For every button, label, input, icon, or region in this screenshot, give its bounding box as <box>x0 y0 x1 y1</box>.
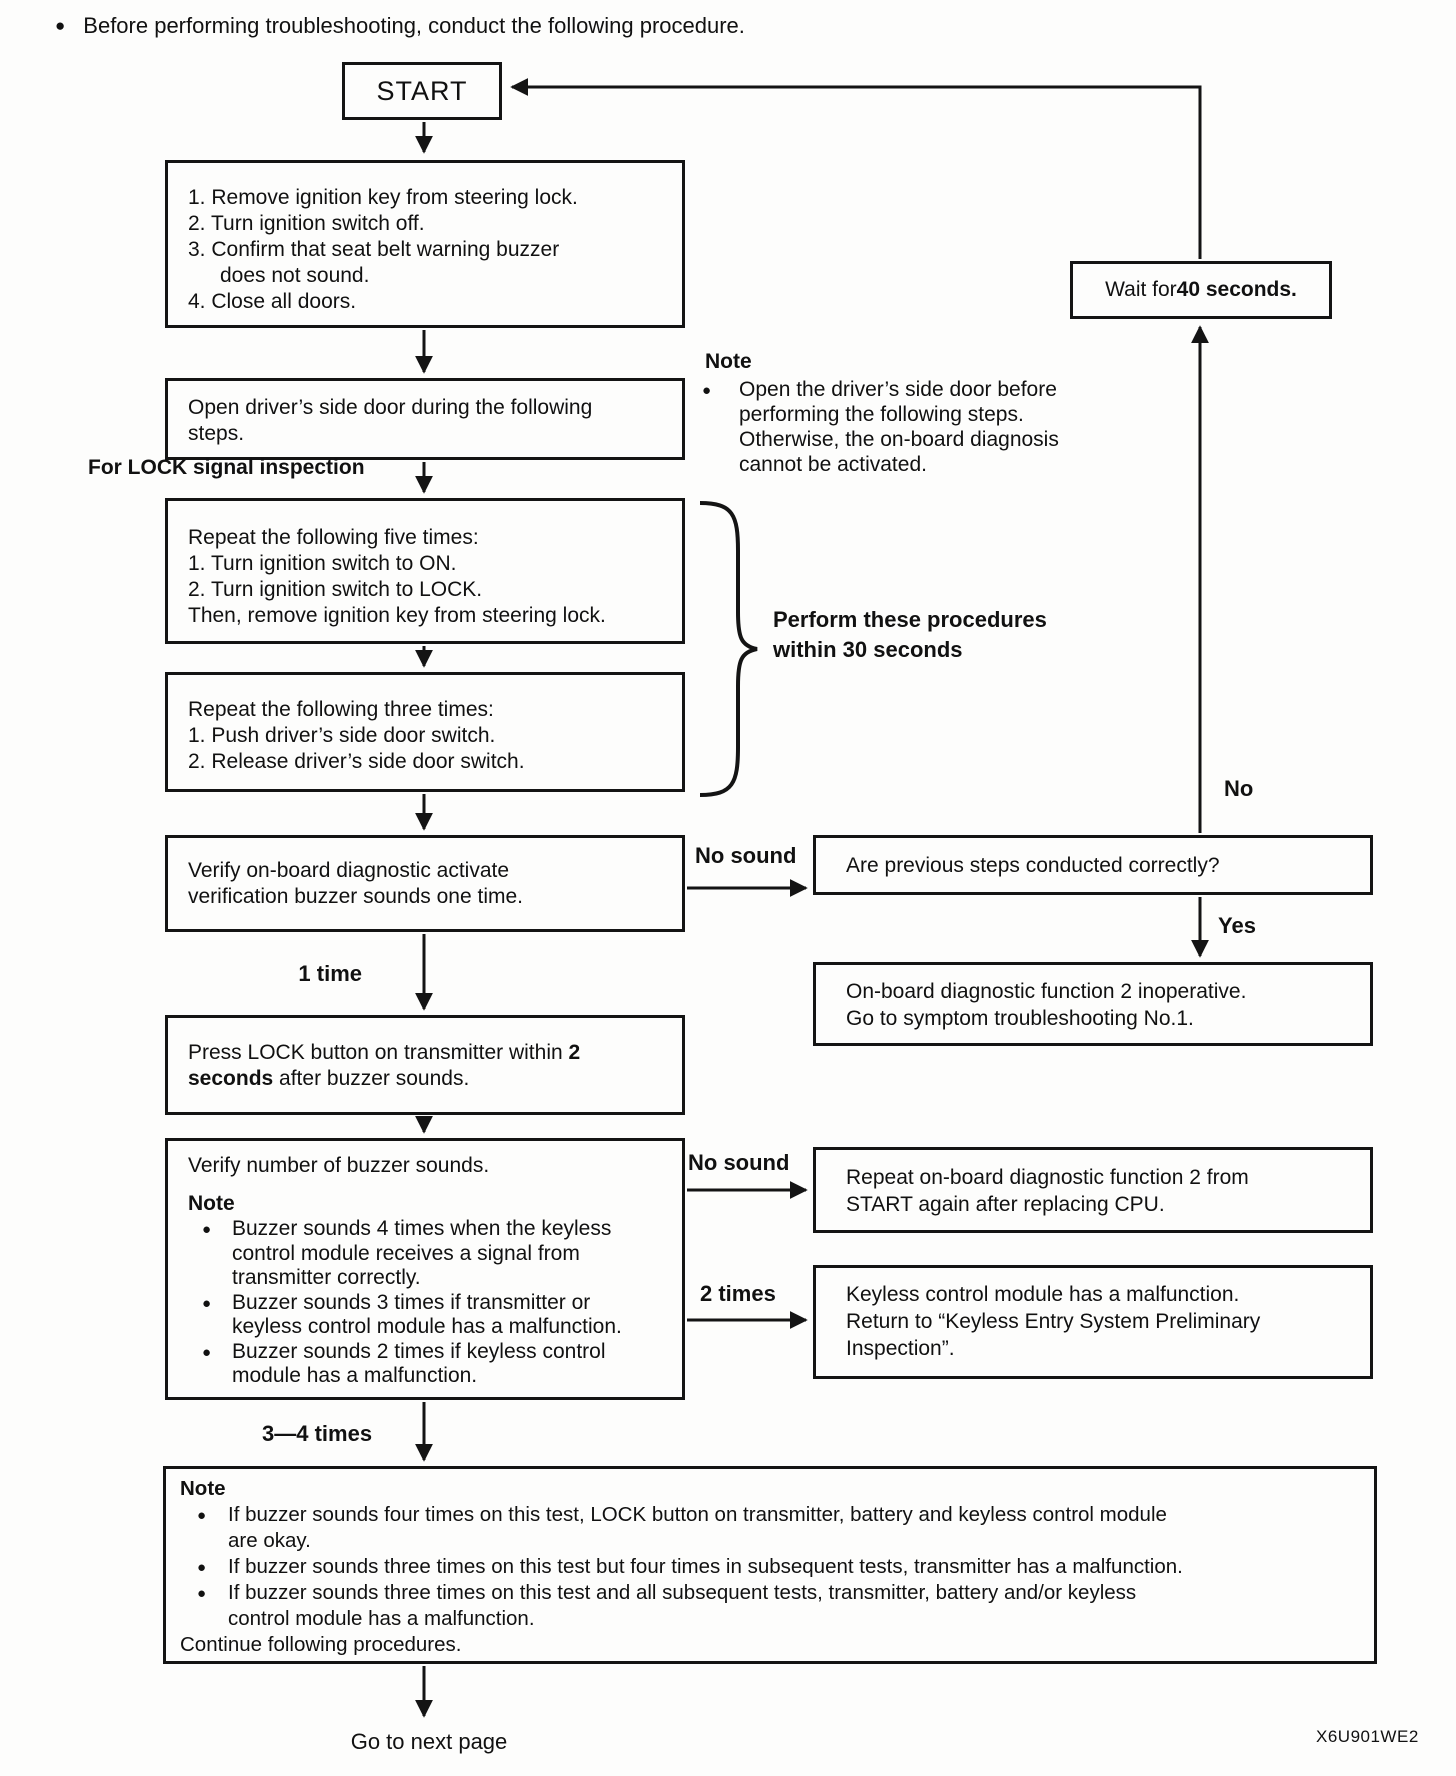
text-line: Inspection”. <box>846 1337 955 1360</box>
verify-count-box: Verify number of buzzer sounds. Note ●Bu… <box>165 1138 685 1400</box>
text-line: verification buzzer sounds one time. <box>188 885 524 908</box>
text-line: Verify on-board diagnostic activate <box>188 859 510 882</box>
text-line: 2. Turn ignition switch off. <box>188 212 425 235</box>
text-line: Keyless control module has a malfunction… <box>846 1283 1240 1306</box>
text-line: seconds after buzzer sounds. <box>188 1067 470 1090</box>
bullet-icon: ● <box>197 1559 207 1576</box>
verify-activate-box: Verify on-board diagnostic activate veri… <box>165 835 685 932</box>
bullet-icon: ● <box>202 1294 212 1312</box>
text-line: On-board diagnostic function 2 inoperati… <box>846 980 1247 1003</box>
start-node: START <box>342 62 502 120</box>
text-line: 4. Close all doors. <box>188 290 357 313</box>
text-line: Verify number of buzzer sounds. <box>188 1154 490 1177</box>
text-line: Are previous steps conducted correctly? <box>846 854 1220 877</box>
text-line: 1. Remove ignition key from steering loc… <box>188 186 578 209</box>
open-door-box: Open driver’s side door during the follo… <box>165 378 685 460</box>
text-line: steps. <box>188 422 245 445</box>
bullet-icon: ● <box>55 16 66 35</box>
bullet-icon: ● <box>197 1585 207 1602</box>
text-line: Continue following procedures. <box>180 1633 462 1656</box>
keyless-malfunction-box: Keyless control module has a malfunction… <box>813 1265 1373 1379</box>
text-line: Repeat the following five times: <box>188 526 479 549</box>
text-line: Repeat on-board diagnostic function 2 fr… <box>846 1166 1249 1189</box>
text-line: performing the following steps. <box>739 403 1024 426</box>
text-line: ●If buzzer sounds three times on this te… <box>180 1554 1364 1580</box>
repeat-cpu-box: Repeat on-board diagnostic function 2 fr… <box>813 1147 1373 1233</box>
inoperative-box: On-board diagnostic function 2 inoperati… <box>813 962 1373 1046</box>
text-line: Press LOCK button on transmitter within … <box>188 1041 581 1064</box>
text-line: 1. Push driver’s side door switch. <box>188 724 496 747</box>
three-four-times-label: 3—4 times <box>262 1421 373 1446</box>
text-line: Open driver’s side door during the follo… <box>188 396 593 419</box>
text-line: 2. Turn ignition switch to LOCK. <box>188 578 483 601</box>
text-line: control module has a malfunction. <box>228 1607 535 1630</box>
text-line: 1. Turn ignition switch to ON. <box>188 552 457 575</box>
text-line: ●If buzzer sounds four times on this tes… <box>180 1502 1364 1528</box>
no-sound-label-2: No sound <box>688 1150 790 1175</box>
text-line: Go to symptom troubleshooting No.1. <box>846 1007 1194 1030</box>
brace-30-seconds <box>699 501 758 797</box>
bullet-icon: ● <box>202 1343 212 1361</box>
start-label: START <box>376 76 468 106</box>
page-intro: ● Before performing troubleshooting, cond… <box>55 13 745 39</box>
text-line: 2. Release driver’s side door switch. <box>188 750 525 773</box>
text-line: ●Open the driver’s side door before <box>702 378 1057 401</box>
text-line: ●Buzzer sounds 4 times when the keyless <box>188 1217 670 1242</box>
text-line: are okay. <box>228 1529 311 1552</box>
text-line: cannot be activated. <box>739 453 927 476</box>
note-label: Note <box>705 350 752 373</box>
text-line: Return to “Keyless Entry System Prelimin… <box>846 1310 1261 1333</box>
no-branch-label: No <box>1224 776 1254 801</box>
yes-branch-label: Yes <box>1218 913 1256 938</box>
perform-30s-label: Perform these procedures within 30 secon… <box>773 607 1047 662</box>
bottom-note-box: Note ●If buzzer sounds four times on thi… <box>163 1466 1377 1664</box>
press-lock-box: Press LOCK button on transmitter within … <box>165 1015 685 1115</box>
no-sound-label-1: No sound <box>695 843 797 868</box>
text-line: START again after replacing CPU. <box>846 1193 1165 1216</box>
text-line: keyless control module has a malfunction… <box>232 1315 622 1338</box>
note-label: Note <box>180 1477 226 1500</box>
two-times-label: 2 times <box>700 1281 776 1306</box>
go-to-next-page-label: Go to next page <box>350 1729 508 1754</box>
page-intro-text: Before performing troubleshooting, condu… <box>83 13 745 38</box>
text-line: Otherwise, the on-board diagnosis <box>739 428 1059 451</box>
text-line: module has a malfunction. <box>232 1364 478 1387</box>
prepare-steps-box: 1. Remove ignition key from steering loc… <box>165 160 685 328</box>
one-time-label: 1 time <box>298 961 362 986</box>
repeat-three-box: Repeat the following three times: 1. Pus… <box>165 672 685 792</box>
text-line: ●If buzzer sounds three times on this te… <box>180 1580 1364 1606</box>
bullet-icon: ● <box>197 1507 207 1524</box>
text-line: does not sound. <box>220 264 370 287</box>
side-note: Note ●Open the driver’s side door before… <box>700 349 1140 477</box>
text-line: control module receives a signal from <box>232 1241 580 1265</box>
bullet-icon: ● <box>702 382 712 399</box>
text-line: ●Buzzer sounds 2 times if keyless contro… <box>188 1340 670 1365</box>
text-line: 3. Confirm that seat belt warning buzzer <box>188 238 560 261</box>
text-line: Then, remove ignition key from steering … <box>188 604 606 627</box>
text-line: ●Buzzer sounds 3 times if transmitter or <box>188 1291 670 1316</box>
note-label: Note <box>188 1192 235 1215</box>
for-lock-signal-label: For LOCK signal inspection <box>88 456 365 479</box>
text-line: transmitter correctly. <box>232 1266 421 1289</box>
repeat-five-box: Repeat the following five times: 1. Turn… <box>165 498 685 644</box>
wait-40s-box: Wait for 40 seconds. <box>1070 261 1332 319</box>
text-line: Repeat the following three times: <box>188 698 494 721</box>
bullet-icon: ● <box>202 1221 212 1238</box>
figure-code: X6U901WE2 <box>1316 1727 1419 1746</box>
prev-steps-box: Are previous steps conducted correctly? <box>813 835 1373 895</box>
